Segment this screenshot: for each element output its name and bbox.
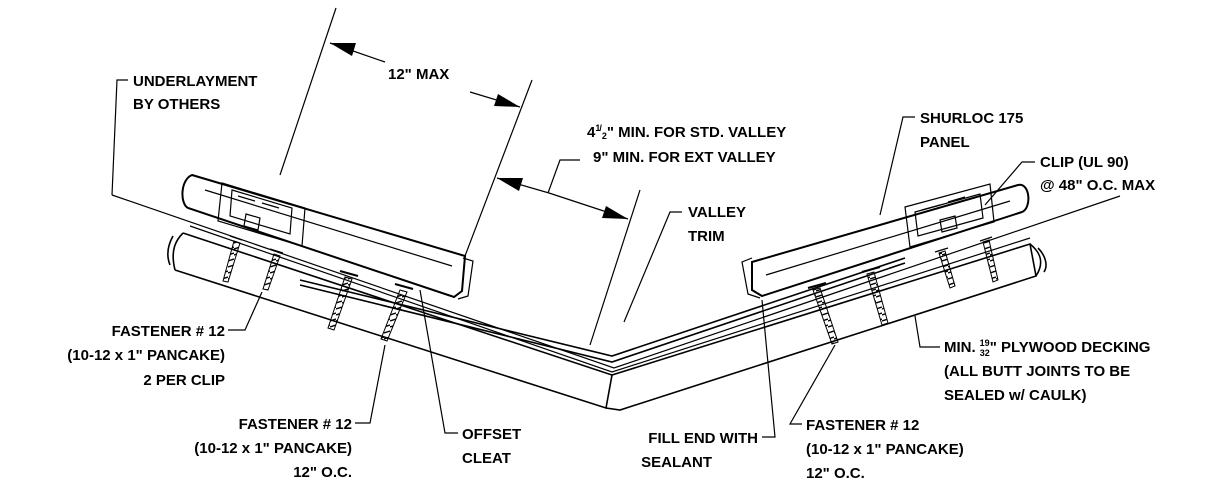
label-line: BY OTHERS [133,96,220,113]
screw [222,235,243,283]
plywood-num: 19 [980,338,990,348]
label-fastener-left-top: FASTENER # 12 (10-12 x 1" PANCAKE) 2 PER… [67,323,225,389]
std-valley-whole: 4 [587,124,596,141]
std-valley-den: 2 [602,131,607,141]
fasteners-right-clip [934,236,999,289]
screw [861,266,889,326]
underlayment-layer [111,194,1121,373]
label-fastener-right: FASTENER # 12 (10-12 x 1" PANCAKE) 12" O… [806,417,964,482]
label-line: 2 PER CLIP [143,372,225,389]
label-fastener-left-bottom: FASTENER # 12 (10-12 x 1" PANCAKE) 12" O… [194,416,352,481]
dimension-valley-min [496,159,641,346]
label-line: OFFSET [462,426,521,443]
label-panel: SHURLOC 175 PANEL [920,110,1023,151]
fasteners-right-cleat [807,266,889,345]
dimension-12-max [279,7,533,257]
fasteners-left-clip [222,235,284,291]
label-line: 12" O.C. [293,464,352,481]
plywood-prefix: MIN. [944,339,976,356]
label-line: FASTENER # 12 [239,416,352,433]
std-valley-num: 1 [595,123,600,133]
screw [327,270,359,331]
label-offset-cleat: OFFSET CLEAT [462,426,521,467]
label-line: SEALED w/ CAULK) [944,387,1087,404]
screw [934,247,956,289]
plywood-decking-right [605,242,1047,411]
label-line: 12" O.C. [806,465,865,482]
label-clip: CLIP (UL 90) @ 48" O.C. MAX [1040,154,1155,194]
valley-trim-sheet [299,257,906,363]
label-underlayment: UNDERLAYMENT BY OTHERS [133,73,257,113]
fasteners-left-cleat [327,270,414,342]
label-line: FASTENER # 12 [806,417,919,434]
svg-text:41/2" MIN. FOR STD. VALLEY: 41/2" MIN. FOR STD. VALLEY [587,123,786,141]
label-line: (10-12 x 1" PANCAKE) [194,440,352,457]
label-12-max: 12" MAX [388,66,449,83]
label-line: PANEL [920,134,970,151]
label-line: (10-12 x 1" PANCAKE) [67,347,225,364]
screw [380,283,414,342]
label-line: FILL END WITH [648,430,758,447]
plywood-den: 32 [980,348,990,358]
label-fill-end: FILL END WITH SEALANT [641,430,758,471]
right-shurloc-panel [741,183,1030,299]
label-ext-valley: 9" MIN. FOR EXT VALLEY [593,149,776,166]
std-valley-rest: " MIN. FOR STD. VALLEY [607,124,786,141]
label-line: CLIP (UL 90) [1040,154,1129,171]
left-shurloc-panel [181,173,474,300]
label-line: (ALL BUTT JOINTS TO BE [944,363,1130,380]
leader-lines [111,79,1035,438]
label-line: VALLEY [688,204,746,221]
screw [807,282,839,345]
screw [262,248,284,291]
label-line: @ 48" O.C. MAX [1040,177,1155,194]
label-line: CLEAT [462,450,511,467]
screw [979,236,999,283]
label-line: (10-12 x 1" PANCAKE) [806,441,964,458]
label-valley-trim: VALLEY TRIM [688,204,746,245]
label-line: SHURLOC 175 [920,110,1023,127]
plywood-rest: " PLYWOOD DECKING [990,339,1151,356]
label-line: SEALANT [641,454,712,471]
label-line: TRIM [688,228,725,245]
label-valley-min: 41/2" MIN. FOR STD. VALLEY 9" MIN. FOR E… [587,123,786,166]
label-line: FASTENER # 12 [112,323,225,340]
label-line: UNDERLAYMENT [133,73,257,90]
